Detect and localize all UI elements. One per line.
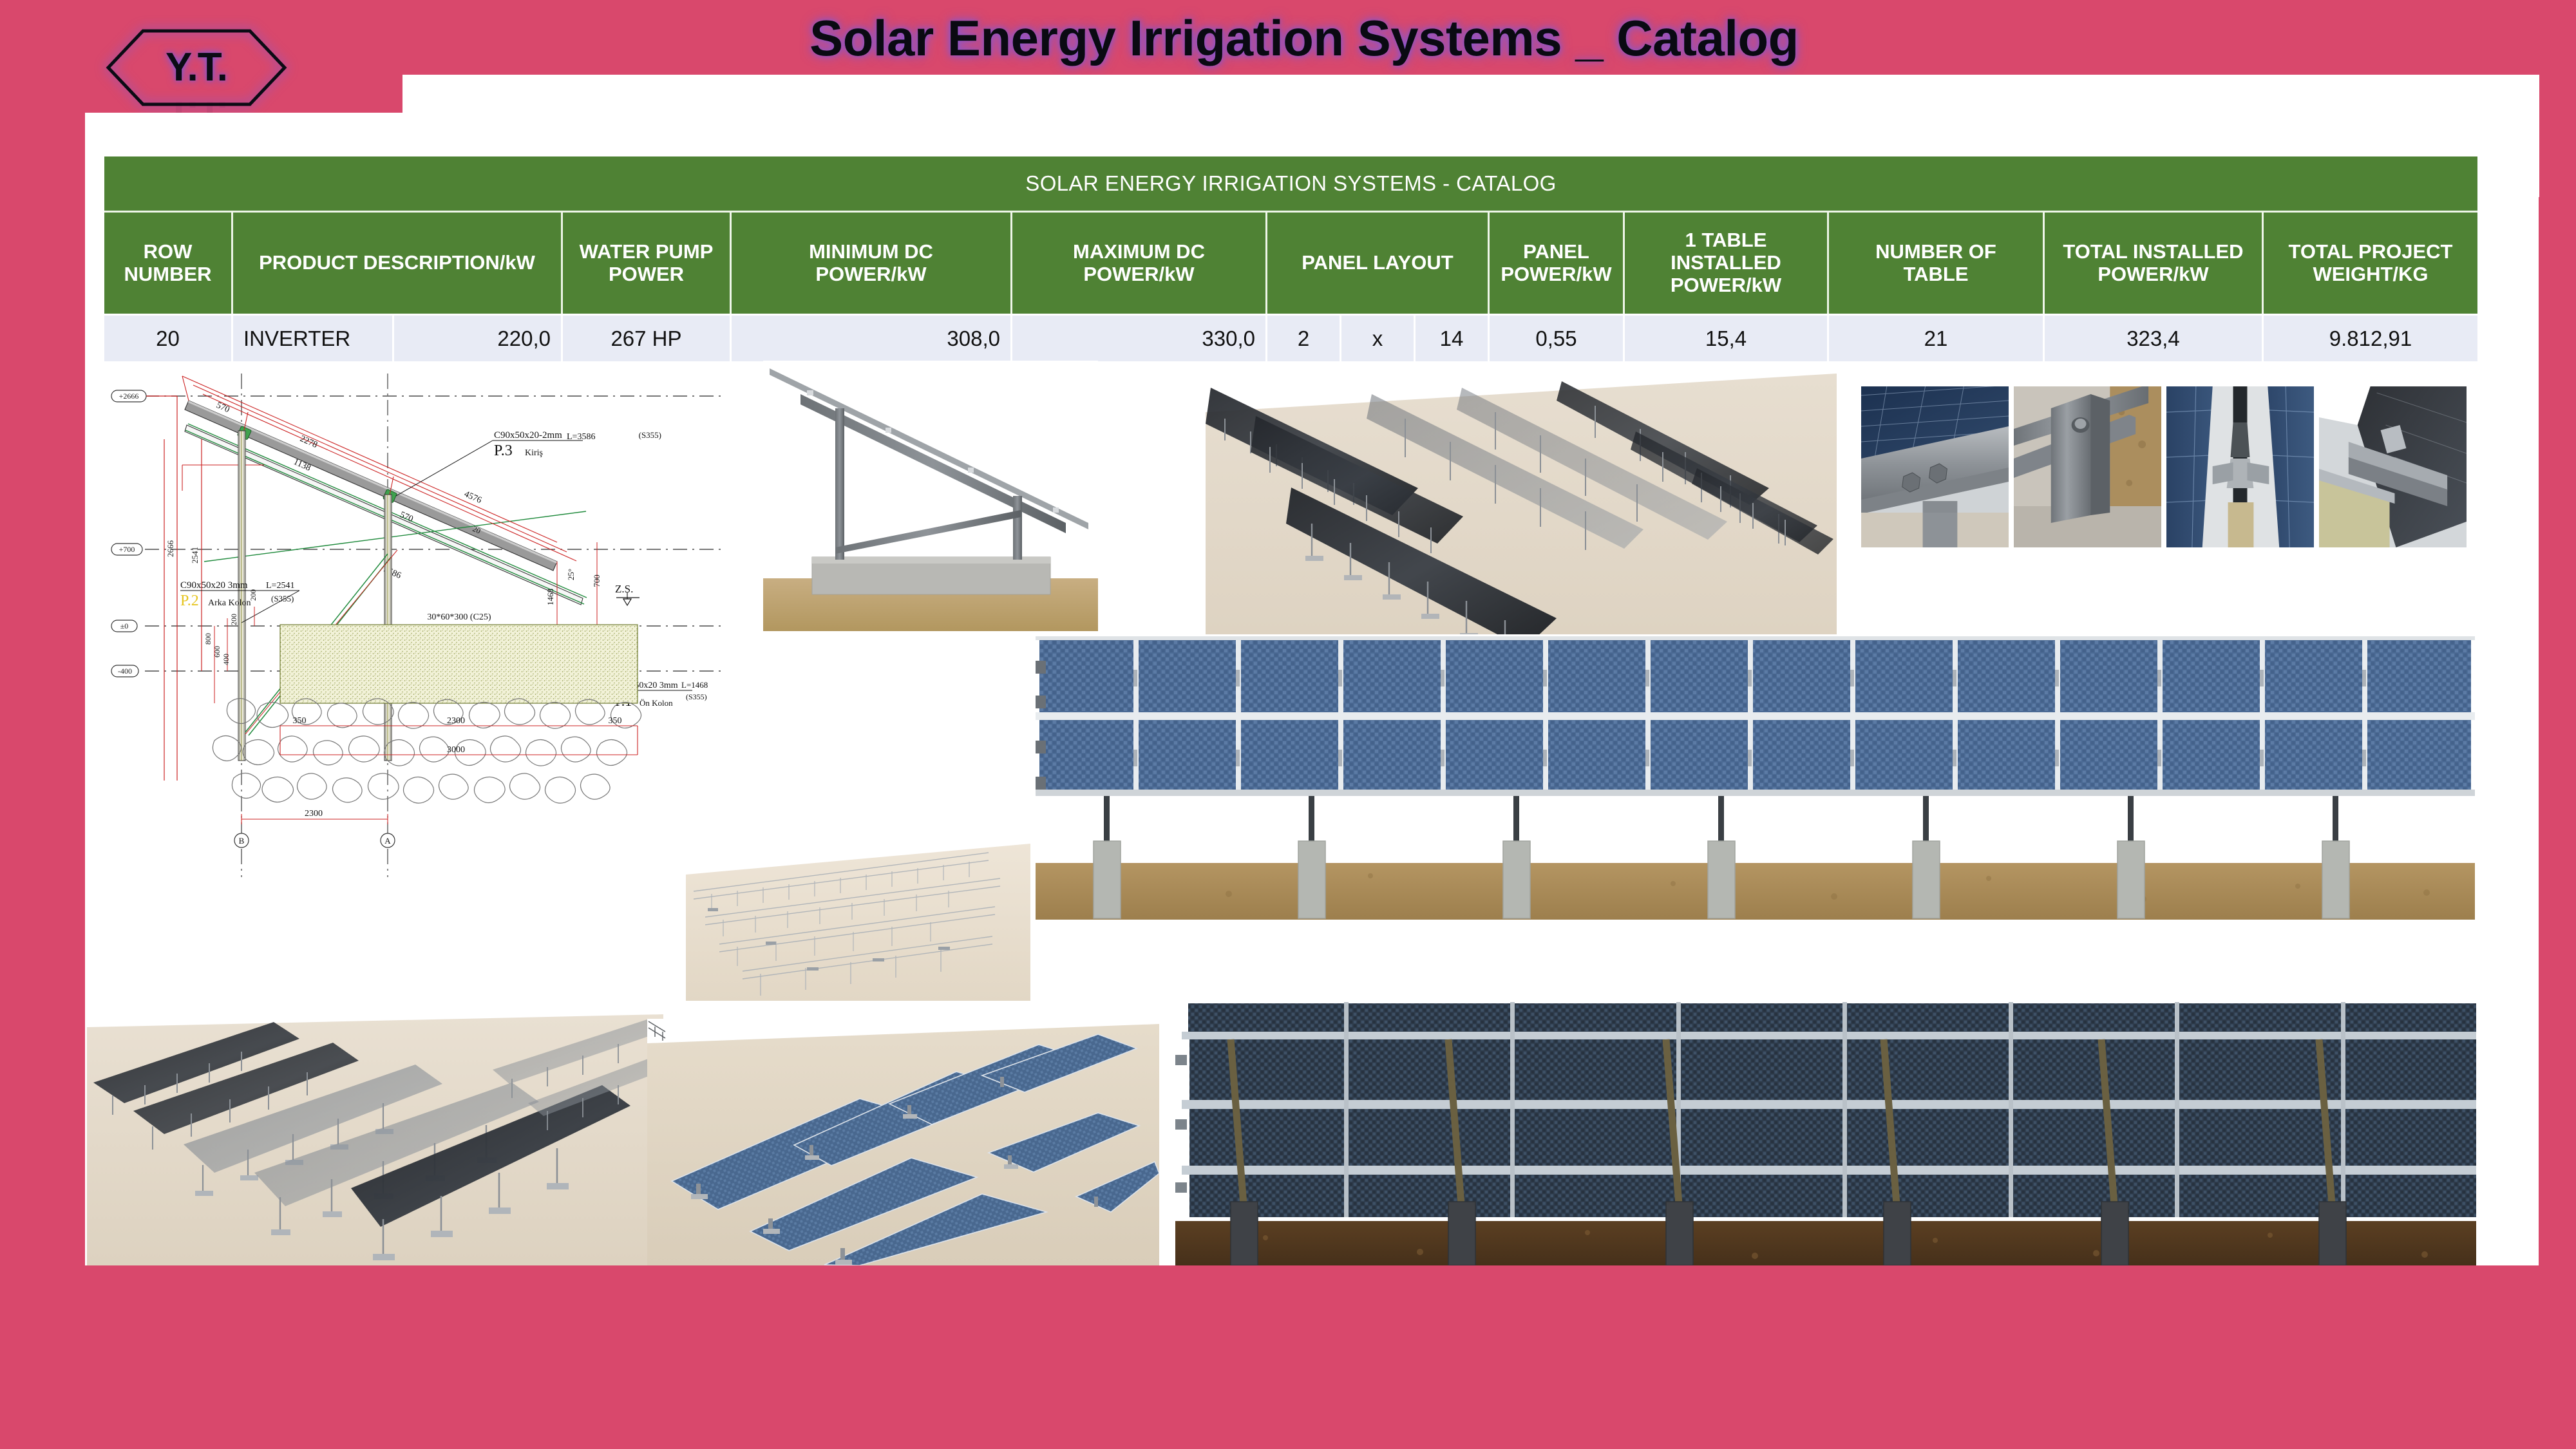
svg-text:Kiriş: Kiriş: [525, 448, 543, 458]
svg-text:600: 600: [213, 646, 222, 658]
svg-text:B: B: [239, 836, 245, 846]
svg-text:1468: 1468: [545, 589, 555, 605]
hexagon-icon: [103, 26, 290, 109]
svg-text:2300: 2300: [447, 716, 465, 726]
svg-text:200: 200: [249, 589, 258, 601]
solar-array-isometric-render-2: [87, 1008, 663, 1265]
bare-steel-frame-render: [686, 832, 1030, 1001]
cell-total-installed-power: 323,4: [2045, 316, 2264, 361]
catalog-table: SOLAR ENERGY IRRIGATION SYSTEMS - CATALO…: [104, 156, 2477, 361]
cell-product-power: 220,0: [394, 316, 563, 361]
svg-text:350: 350: [293, 716, 307, 726]
svg-text:+700: +700: [119, 545, 135, 554]
svg-text:2541: 2541: [190, 547, 200, 564]
hardware-detail-photos: [1861, 386, 2467, 547]
th-product-description: PRODUCT DESCRIPTION/kW: [233, 213, 563, 314]
svg-text:(S355): (S355): [271, 594, 294, 603]
svg-text:2666: 2666: [166, 540, 175, 558]
svg-text:350: 350: [609, 716, 622, 726]
svg-text:Z.S.: Z.S.: [615, 583, 633, 595]
page-title: Solar Energy Irrigation Systems _ Catalo…: [810, 10, 1799, 66]
cell-row-number: 20: [104, 316, 233, 361]
svg-text:400: 400: [222, 654, 231, 665]
svg-text:P.3: P.3: [494, 442, 513, 459]
svg-text:30*60*300 (C25): 30*60*300 (C25): [427, 612, 491, 622]
svg-text:700: 700: [592, 574, 601, 587]
table-banner: SOLAR ENERGY IRRIGATION SYSTEMS - CATALO…: [104, 156, 2477, 211]
rail-bolt-connection-detail-photo: [1861, 386, 2009, 547]
logo-text: Y.T.: [166, 44, 228, 90]
table-row: 20 INVERTER 220,0 267 HP 308,0 330,0 2 x…: [104, 314, 2477, 361]
svg-text:A: A: [384, 836, 391, 846]
svg-text:200: 200: [229, 614, 238, 625]
front-elevation-panel-array: [1036, 636, 2475, 920]
svg-text:Arka Kolon: Arka Kolon: [208, 598, 251, 608]
mounting-structure-profile-render: [763, 361, 1098, 631]
svg-text:800: 800: [204, 633, 213, 645]
cell-product-description: INVERTER: [233, 316, 394, 361]
blue-panel-array-render: [647, 1019, 1159, 1265]
svg-text:L=2541: L=2541: [266, 581, 294, 591]
svg-text:L=1468: L=1468: [681, 680, 708, 690]
svg-text:3000: 3000: [447, 745, 465, 755]
column-rail-joint-detail-photo: [2014, 386, 2161, 547]
svg-text:(S355): (S355): [686, 692, 707, 701]
cell-panel-power: 0,55: [1490, 316, 1625, 361]
rear-elevation-panel-array: [1175, 997, 2476, 1265]
svg-text:C90x50x20 3mm: C90x50x20 3mm: [180, 580, 248, 591]
cell-panel-layout-separator: x: [1341, 316, 1416, 361]
svg-text:2300: 2300: [305, 809, 323, 819]
svg-text:Ön Kolon: Ön Kolon: [639, 698, 673, 708]
svg-text:-400: -400: [118, 667, 132, 676]
cell-water-pump-power: 267 HP: [563, 316, 732, 361]
brand-logo: Y.T. Y.T.: [103, 12, 290, 137]
cell-number-of-table: 21: [1829, 316, 2045, 361]
svg-text:P.2: P.2: [180, 592, 199, 609]
svg-text:+2666: +2666: [119, 392, 139, 401]
svg-text:(S355): (S355): [639, 430, 661, 440]
end-clamp-rail-detail-photo: [2319, 386, 2467, 547]
cell-minimum-dc-power: 308,0: [732, 316, 1012, 361]
mid-clamp-rail-detail-photo: [2166, 386, 2314, 547]
th-panel-layout: PANEL LAYOUT: [1267, 213, 1490, 314]
cell-total-project-weight: 9.812,91: [2329, 326, 2412, 350]
structural-section-drawing: +2666 +700 ±0 -400 2666 2541: [106, 368, 750, 929]
svg-text:L=3586: L=3586: [567, 432, 595, 442]
svg-text:20: 20: [471, 524, 482, 536]
cell-panel-layout-a: 2: [1267, 316, 1341, 361]
svg-text:±0: ±0: [120, 621, 129, 630]
svg-text:C90x50x20-2mm: C90x50x20-2mm: [494, 430, 562, 440]
cell-maximum-dc-power: 330,0: [1012, 316, 1267, 361]
cell-panel-layout-b: 14: [1416, 316, 1490, 361]
svg-text:25°: 25°: [566, 569, 576, 580]
cell-one-table-installed-power: 15,4: [1625, 316, 1829, 361]
solar-array-isometric-render: [1206, 374, 1837, 634]
